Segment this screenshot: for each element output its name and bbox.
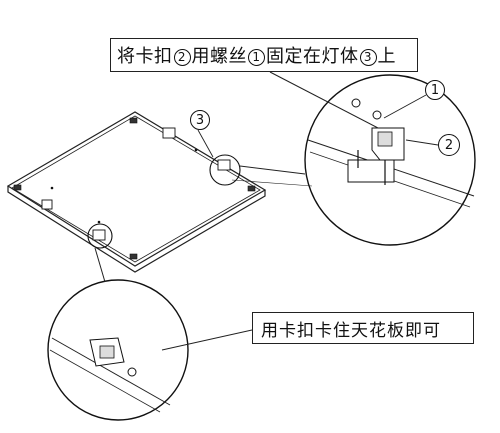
pointer-top-callout [269, 71, 379, 129]
callout-top-mid2: 固定在灯体 [266, 46, 359, 67]
marker-screw-1: 1 [425, 80, 445, 100]
leader-line-upper [239, 165, 306, 175]
callout-top-mid: 用螺丝 [191, 46, 247, 67]
leader-line-lower [94, 247, 106, 283]
callout-bottom-text: 用卡扣卡住天花板即可 [261, 320, 441, 341]
panel-clips [41, 127, 231, 241]
pointer-marker-1 [383, 94, 427, 119]
callout-bottom: 用卡扣卡住天花板即可 [252, 312, 474, 344]
pointer-marker-3 [197, 129, 214, 158]
circle-number-1: 1 [248, 48, 265, 66]
panel-dots [50, 148, 198, 224]
callout-top-pre: 将卡扣 [117, 46, 173, 67]
marker-panel-3: 3 [190, 110, 210, 130]
pointer-bottom-callout [161, 329, 253, 351]
detail-spot-top [209, 154, 241, 186]
callout-top-post: 上 [377, 46, 396, 67]
circle-number-2: 2 [173, 48, 191, 66]
detail-spot-bottom [87, 223, 113, 249]
pointer-marker-2 [405, 139, 439, 146]
marker-clip-2: 2 [438, 134, 460, 156]
circle-number-3: 3 [359, 48, 377, 66]
panel-corners [13, 117, 256, 260]
magnified-detail-upper [304, 74, 476, 246]
leader-line-upper-2 [231, 179, 313, 187]
magnified-detail-lower [47, 279, 189, 421]
ceiling-panel [6, 111, 267, 273]
